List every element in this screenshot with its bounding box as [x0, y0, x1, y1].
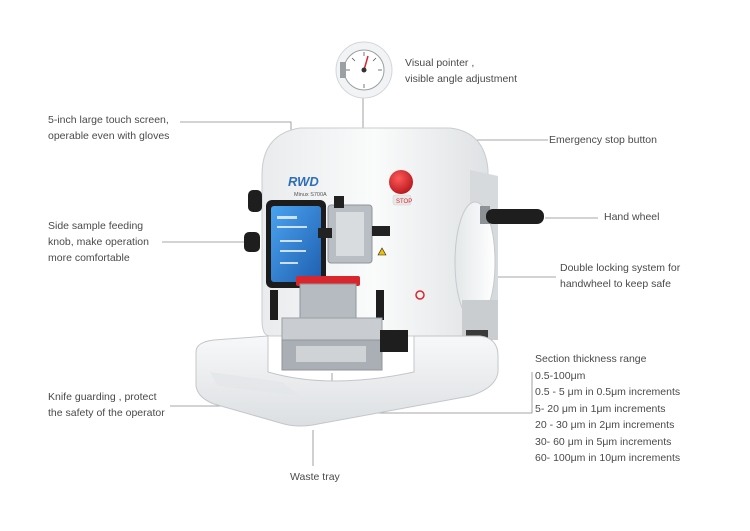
side-feeding-knob — [244, 232, 260, 252]
spec-item: 0.5 - 5 μm in 0.5μm increments — [535, 386, 681, 398]
callout-side-knob: Side sample feeding knob, make operation… — [48, 220, 149, 264]
waste-tray — [195, 335, 499, 427]
callout-knife-guarding: Knife guarding , protect the safety of t… — [48, 391, 165, 419]
model-name: Minux S700A — [294, 192, 327, 198]
stop-label: STOP — [396, 199, 412, 205]
callout-visual-pointer: Visual pointer , visible angle adjustmen… — [405, 57, 518, 85]
top-knob — [248, 190, 262, 212]
spec-title: Section thickness range — [535, 353, 647, 365]
hand-wheel-handle — [486, 209, 544, 224]
callout-emergency-stop: Emergency stop button — [549, 134, 657, 146]
callout-touch-screen: 5-inch large touch screen, operable even… — [48, 114, 170, 142]
spec-item: 20 - 30 μm in 2μm increments — [535, 419, 675, 431]
callout-waste-tray: Waste tray — [290, 471, 340, 483]
callout-double-locking: Double locking system for handwheel to k… — [560, 262, 681, 290]
emergency-stop-button — [389, 170, 413, 194]
spec-item: 5- 20 μm in 1μm increments — [535, 402, 666, 415]
spec-item: 30- 60 μm in 5μm increments — [535, 435, 672, 448]
spec-item: 60- 100μm in 10μm increments — [535, 452, 681, 464]
section-thickness-spec: Section thickness range 0.5-100μm 0.5 - … — [535, 351, 680, 467]
spec-item: 0.5-100μm — [535, 369, 586, 382]
callout-hand-wheel: Hand wheel — [604, 211, 660, 223]
ce-mark — [415, 290, 425, 300]
brand-logo: RWD — [288, 174, 319, 189]
